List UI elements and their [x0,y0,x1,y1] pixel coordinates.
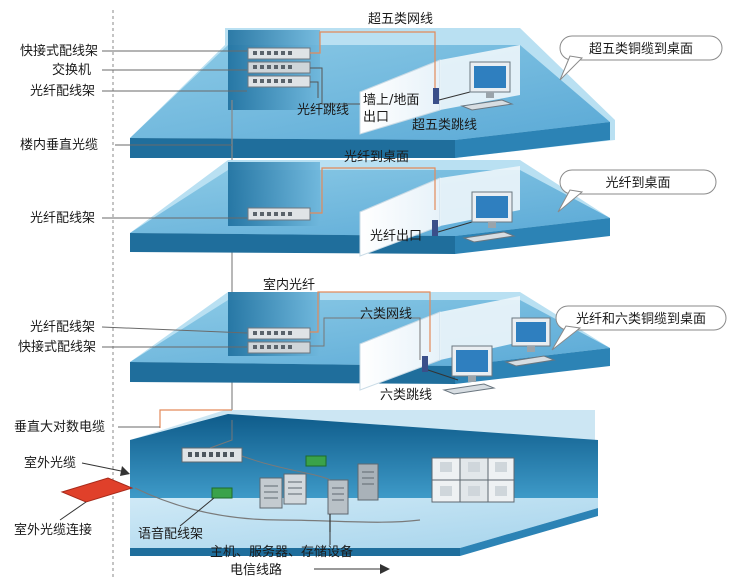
room-edge-side [460,508,598,556]
fiber-patch-panel-label: 光纤配线架 [30,84,95,99]
floor-3: 光纤和六类铜缆到桌面 室内光纤 六类网线 光纤配线架 快接式配线架 六类跳线 [18,277,727,403]
leader-line [179,497,215,527]
callout-floor-3-text: 光纤和六类铜缆到桌面 [576,311,706,327]
floor-1-edge-front [130,138,455,158]
cat5-patch-cable [438,91,471,101]
hosts-label: 主机、服务器、存储设备 [210,544,353,560]
switch-rack [247,47,311,88]
desktop-computer [462,191,516,243]
vertical-copper-label: 垂直大对数电缆 [14,419,105,435]
leader-arrow [59,501,87,521]
desktop-computer [460,61,514,111]
arrow-head [380,564,390,574]
cat5-patch-label: 超五类跳线 [412,118,477,133]
vertical-fiber-label: 楼内垂直光缆 [20,137,98,153]
outlet-label-line2: 出口 [363,110,389,125]
outdoor-connect-label: 室外光缆连接 [14,522,92,538]
fiber-outlet-label: 光纤出口 [370,229,422,244]
room-edge [130,548,460,556]
fiber-patch-panel [247,327,311,340]
cat6-cable-label: 六类网线 [360,307,412,322]
quick-patch-panel [247,341,311,354]
equipment-room [60,409,598,556]
voice-patch-panel [211,487,233,499]
wall-outlet [433,88,439,104]
server-rack [259,473,307,509]
room-cable-run [241,455,331,481]
cat6-cable [310,317,421,360]
leader-arrow [81,462,127,473]
fiber-patch-cable [310,67,360,105]
callout-floor-1-text: 超五类铜缆到桌面 [589,41,693,57]
storage-cabinets [431,457,515,503]
floor-2: 光纤到桌面 光纤到桌面 光纤配线架 光纤出口 [30,150,717,257]
fiber-to-desktop-label: 光纤到桌面 [344,150,409,165]
floor-1-edge-side [455,122,610,158]
cat5-cable [310,31,436,92]
cat6-patch-cable [427,369,459,381]
fiber-patch-panel-label-2: 光纤配线架 [30,211,95,226]
floor-1: 超五类铜缆到桌面 超五类网线 快接式配线架 交换机 光纤配线架 光纤跳线 墙上/… [20,12,723,158]
room-floor [130,498,598,548]
outdoor-cable-entry [60,477,134,503]
vertical-copper-cable [159,409,232,428]
floor-3-back-wall [228,292,320,356]
copper-patch-panel [181,447,243,463]
floor-3-edge-side [455,348,610,384]
cat6-outlet [422,356,428,372]
outdoor-cable-label: 室外光缆 [24,455,76,471]
indoor-fiber-cable [310,291,431,352]
floor-2-edge-side [455,218,610,254]
server-tower [327,463,379,515]
callout-floor-2: 光纤到桌面 [557,169,717,213]
cat5-cable-label: 超五类网线 [368,12,433,27]
desktop-computer [442,345,496,395]
fiber-outlet [432,220,438,236]
switch-label: 交换机 [52,62,91,78]
patch-cable [437,221,473,233]
callout-floor-2-text: 光纤到桌面 [605,176,670,191]
indoor-fiber-label: 室内光纤 [263,277,315,293]
room-cable-run [134,487,421,523]
floor-3-partition-side [440,296,520,360]
cat6-patch-label: 六类跳线 [380,388,432,403]
leader-line [101,326,248,334]
quick-patch-panel-label: 快接式配线架 [20,43,98,59]
fiber-patch-panel-label-3: 光纤配线架 [30,320,95,335]
fiber-patch-label: 光纤跳线 [297,103,349,118]
desktop-computer [504,317,556,367]
outlet-label-line1: 墙上/地面 [363,93,419,108]
callout-floor-1: 超五类铜缆到桌面 [559,35,723,81]
patch-cable-2 [310,81,319,98]
voice-board [305,455,327,467]
fiber-patch-panel [247,207,311,221]
riser-into-room [209,420,233,449]
arrow-head [120,466,130,476]
fiber-to-desktop-cable [310,167,436,214]
quick-patch-panel-label-3: 快接式配线架 [18,339,96,355]
voice-panel-label: 语音配线架 [138,526,203,542]
callout-floor-3: 光纤和六类铜缆到桌面 [551,305,727,351]
telecom-label: 电信线路 [230,562,282,578]
